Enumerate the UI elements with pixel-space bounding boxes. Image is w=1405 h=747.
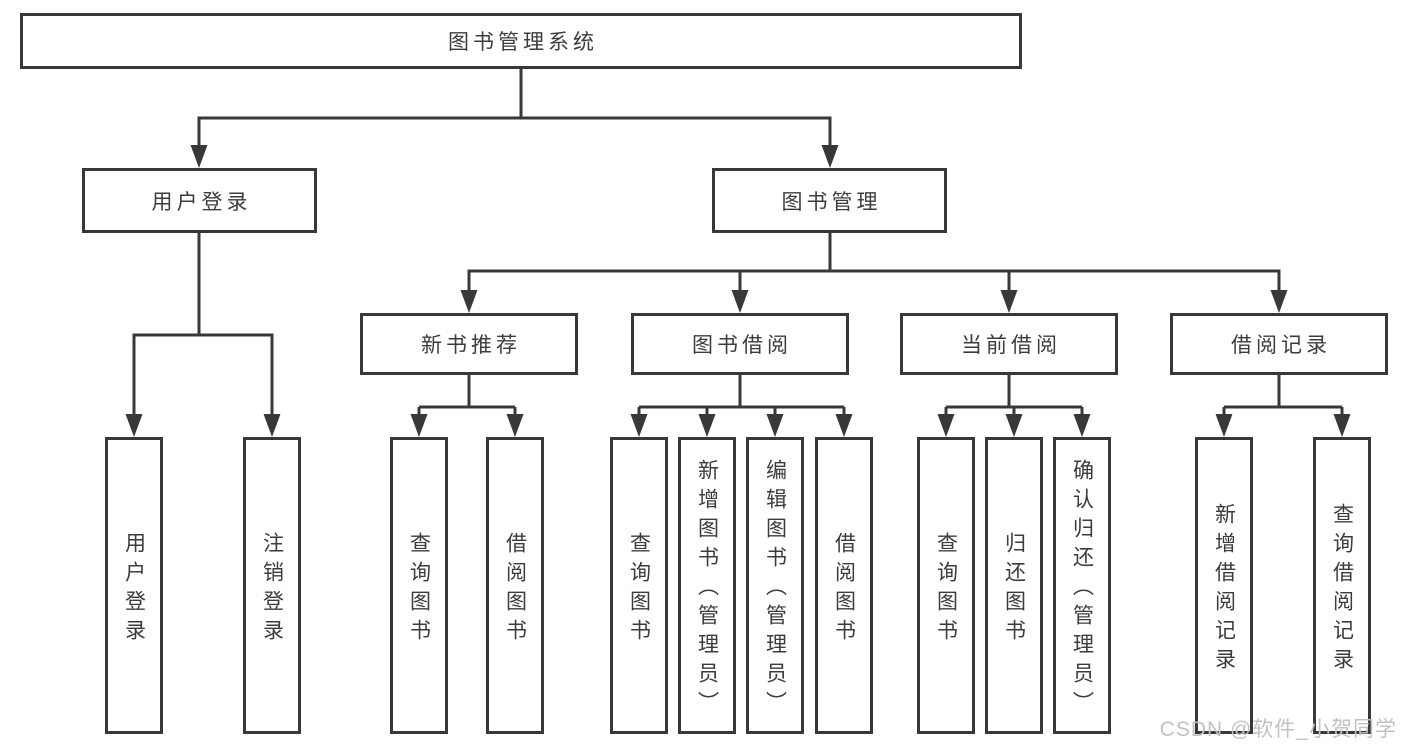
node-book-management-label: 图书管理 xyxy=(781,190,882,214)
leaf-query-books-borrowing-label: 查询图书 xyxy=(627,531,651,648)
leaf-borrow-books: 借阅图书 xyxy=(815,437,873,734)
leaf-query-books-borrowing: 查询图书 xyxy=(610,437,668,734)
leaf-query-books-recommend-label: 查询图书 xyxy=(407,531,431,648)
node-user-login: 用户登录 xyxy=(82,168,317,233)
node-current-borrowing-label: 当前借阅 xyxy=(961,334,1061,357)
node-library-management-system-label: 图书管理系统 xyxy=(448,31,598,54)
leaf-add-book-admin: 新增图书（管理员） xyxy=(678,437,736,734)
leaf-borrow-books-label: 借阅图书 xyxy=(832,531,856,648)
leaf-confirm-return-admin-label: 确认归还（管理员） xyxy=(1070,459,1094,720)
leaf-logout: 注销登录 xyxy=(243,437,301,734)
csdn-watermark: CSDN @软件_小贺同学 xyxy=(1159,718,1397,741)
leaf-logout-label: 注销登录 xyxy=(260,531,284,648)
node-book-borrowing-label: 图书借阅 xyxy=(692,334,792,357)
node-book-management: 图书管理 xyxy=(712,168,947,233)
leaf-return-book: 归还图书 xyxy=(985,437,1043,734)
node-new-book-recommendation-label: 新书推荐 xyxy=(421,334,521,357)
leaf-add-borrowing-record: 新增借阅记录 xyxy=(1195,437,1253,734)
leaf-borrow-books-recommend: 借阅图书 xyxy=(486,437,544,734)
leaf-return-book-label: 归还图书 xyxy=(1002,531,1026,648)
node-borrowing-records-label: 借阅记录 xyxy=(1231,334,1331,357)
leaf-edit-book-admin: 编辑图书（管理员） xyxy=(746,437,804,734)
node-borrowing-records: 借阅记录 xyxy=(1170,313,1388,375)
leaf-user-login: 用户登录 xyxy=(105,437,163,734)
leaf-query-books-current-label: 查询图书 xyxy=(934,531,958,648)
leaf-query-books-current: 查询图书 xyxy=(917,437,975,734)
node-book-borrowing: 图书借阅 xyxy=(631,313,849,375)
node-user-login-label: 用户登录 xyxy=(151,190,252,214)
leaf-add-borrowing-record-label: 新增借阅记录 xyxy=(1212,502,1236,677)
leaf-user-login-label: 用户登录 xyxy=(122,531,146,648)
leaf-query-books-recommend: 查询图书 xyxy=(390,437,448,734)
node-library-management-system: 图书管理系统 xyxy=(20,13,1022,69)
leaf-query-borrowing-record-label: 查询借阅记录 xyxy=(1330,502,1354,677)
leaf-confirm-return-admin: 确认归还（管理员） xyxy=(1053,437,1111,734)
node-new-book-recommendation: 新书推荐 xyxy=(360,313,578,375)
leaf-borrow-books-recommend-label: 借阅图书 xyxy=(503,531,527,648)
leaf-edit-book-admin-label: 编辑图书（管理员） xyxy=(763,459,787,720)
node-current-borrowing: 当前借阅 xyxy=(900,313,1118,375)
leaf-query-borrowing-record: 查询借阅记录 xyxy=(1313,437,1371,734)
leaf-add-book-admin-label: 新增图书（管理员） xyxy=(695,459,719,720)
